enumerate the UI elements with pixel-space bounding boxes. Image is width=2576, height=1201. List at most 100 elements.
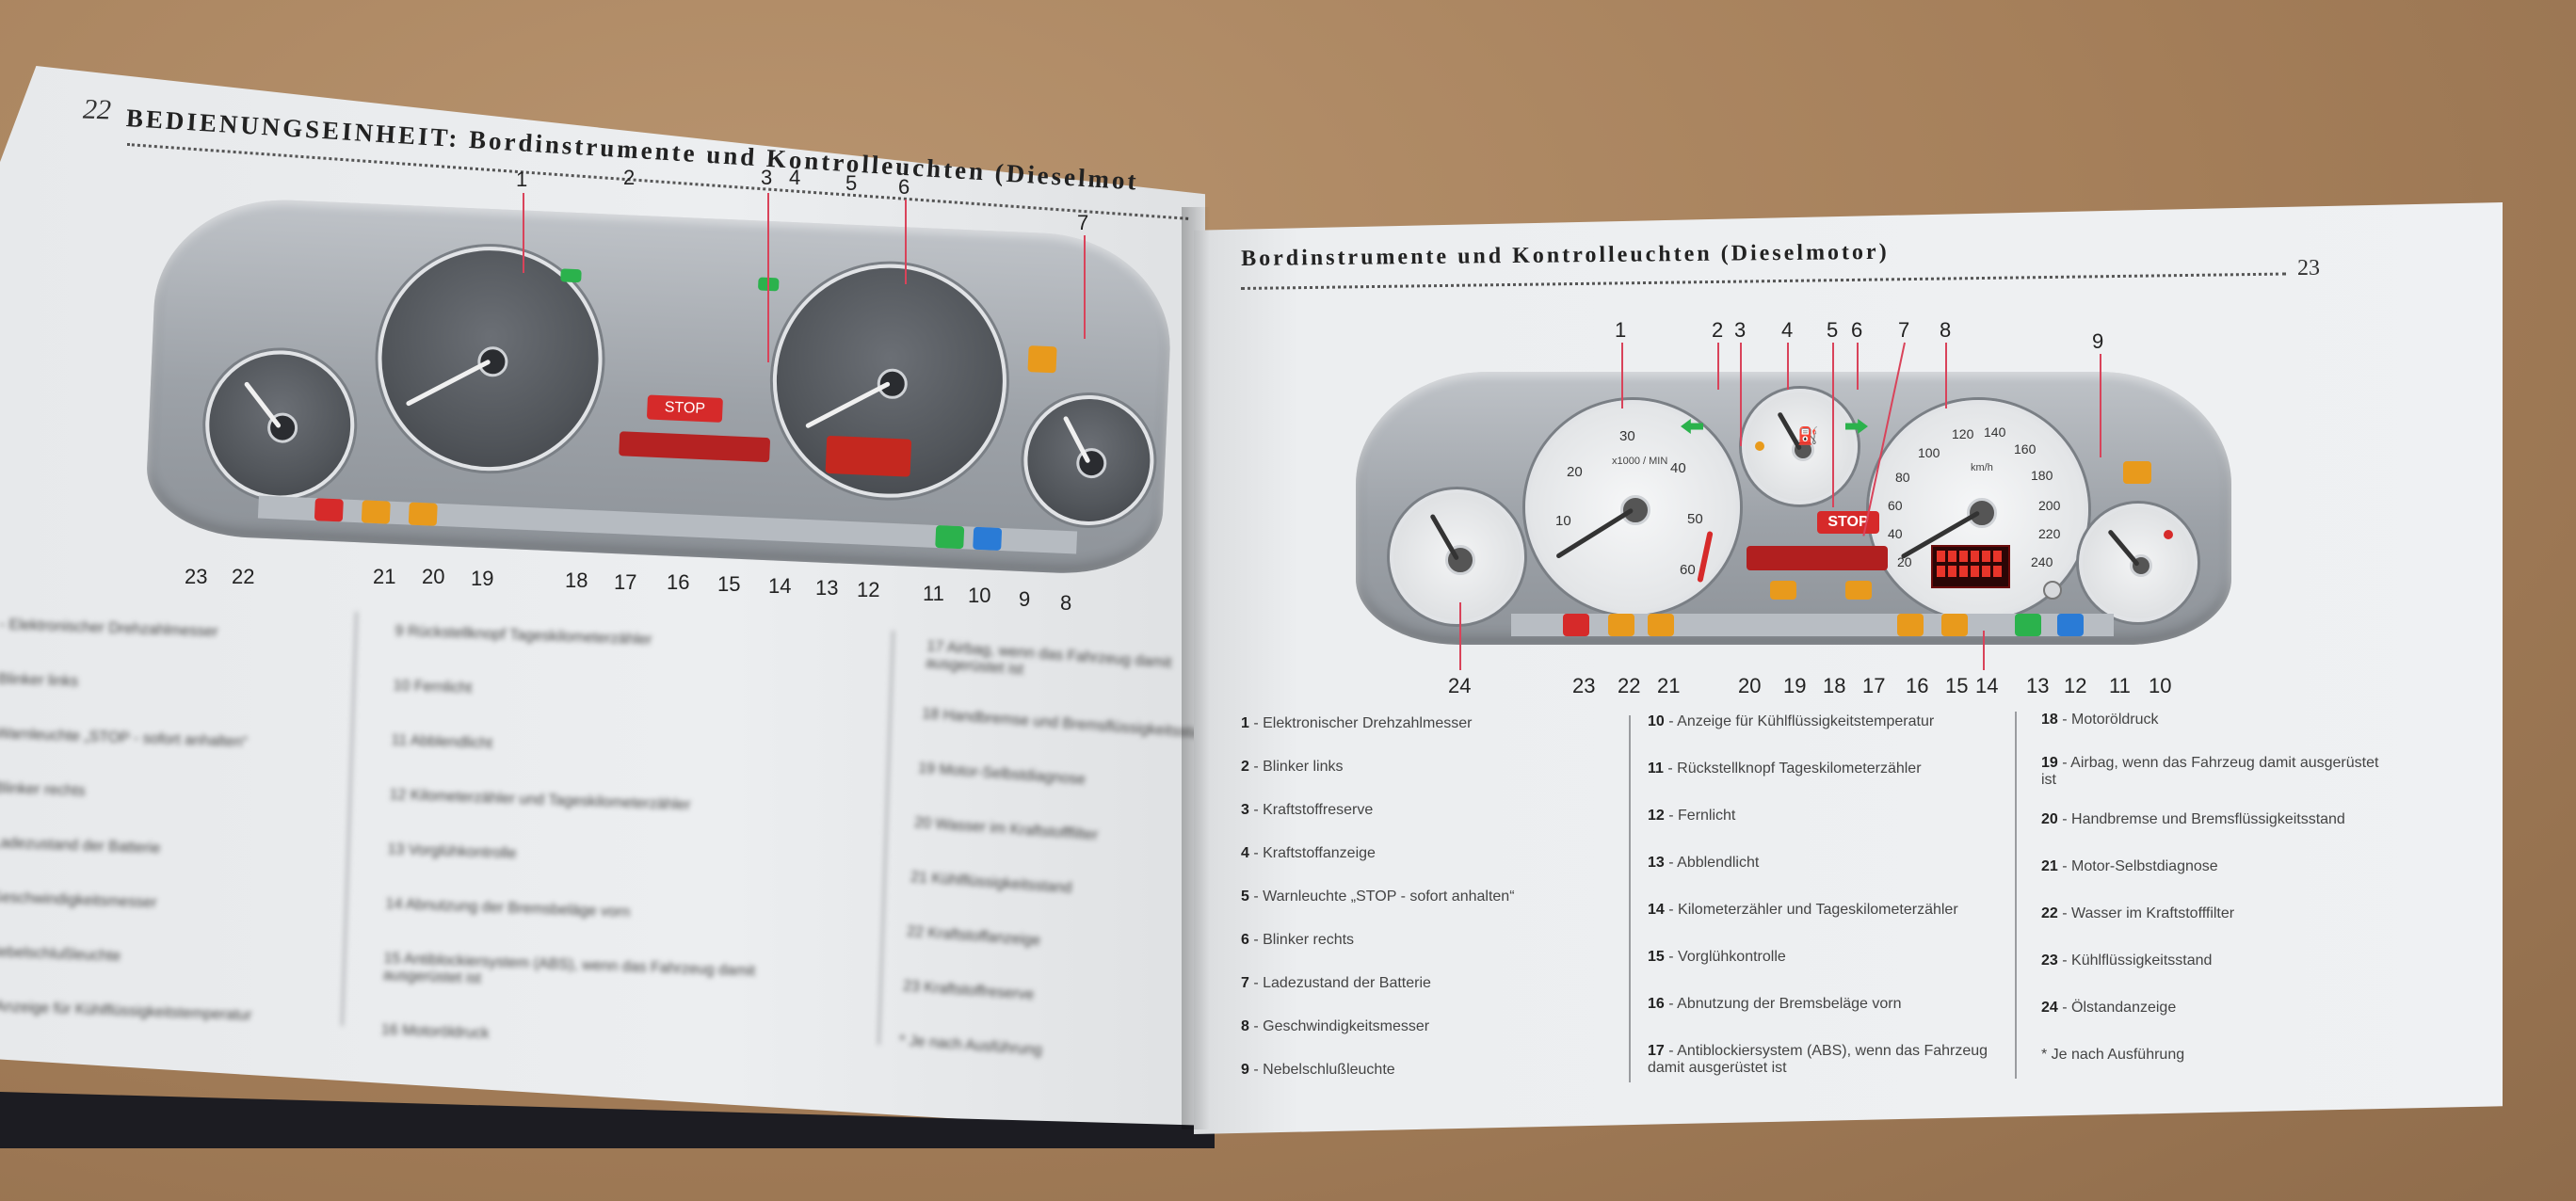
fuel-pump-icon: ⛽ xyxy=(1797,426,1819,445)
right-leader-line xyxy=(1857,343,1859,390)
left-callout: 1 xyxy=(516,168,528,191)
left-callout: 22 xyxy=(232,565,255,588)
speedo-tick: 60 xyxy=(1888,498,1903,513)
right-leader-line xyxy=(1787,343,1789,390)
left-callout: 12 xyxy=(857,578,880,601)
right-callout: 16 xyxy=(1906,674,1929,697)
right-legend-divider xyxy=(1629,715,1631,1082)
left-callout: 8 xyxy=(1060,591,1072,615)
left-callout: 9 xyxy=(1019,587,1031,611)
engine-diagnosis-light xyxy=(1648,614,1674,636)
right-callout: 17 xyxy=(1862,674,1886,697)
right-legend-item: 21 - Motor-Selbstdiagnose xyxy=(2041,858,2218,874)
speedo-tick: 120 xyxy=(1952,426,1974,441)
left-legend-col3: 17 Airbag, wenn das Fahrzeug damit ausge… xyxy=(896,638,1217,1105)
left-legend-item: 15 Antiblockiersystem (ABS), wenn das Fa… xyxy=(382,950,756,987)
stop-warning-light: STOP xyxy=(1817,511,1879,534)
right-callout: 1 xyxy=(1615,318,1627,342)
left-legend-item: 20 Wasser im Kraftstofffilter xyxy=(913,814,1099,844)
right-callout: 11 xyxy=(2109,674,2131,697)
speedo-unit-label: km/h xyxy=(1971,462,1993,473)
right-legend-item: 19 - Airbag, wenn das Fahrzeug damit aus… xyxy=(2041,755,2379,788)
right-page xyxy=(1194,202,2503,1134)
left-legend-item: * Je nach Ausführung xyxy=(898,1032,1043,1059)
right-page-number: 23 xyxy=(2297,256,2320,280)
book-gutter-shadow xyxy=(1182,207,1210,1129)
speedo-tick: 200 xyxy=(2038,498,2061,513)
warning-light-strip xyxy=(1747,546,1888,570)
high-beam-light xyxy=(2057,614,2084,636)
right-legend-item: 7 - Ladezustand der Batterie xyxy=(1241,975,1431,991)
brake-pad-wear-light xyxy=(1897,614,1924,636)
water-in-fuel-light xyxy=(1608,614,1634,636)
trip-reset-button[interactable] xyxy=(2043,581,2062,600)
right-callout: 10 xyxy=(2149,674,2172,697)
left-callout: 2 xyxy=(623,166,636,189)
right-leader-line xyxy=(1740,343,1742,446)
left-high-beam-light xyxy=(973,526,1003,551)
right-legend-item: 8 - Geschwindigkeitsmesser xyxy=(1241,1018,1430,1034)
right-callout: 8 xyxy=(1940,318,1952,342)
left-instrument-cluster: STOP xyxy=(143,194,1175,597)
left-callout: 5 xyxy=(845,171,858,195)
right-legend-item: 22 - Wasser im Kraftstofffilter xyxy=(2041,905,2235,921)
right-legend-col2: 10 - Anzeige für Kühlflüssigkeitstempera… xyxy=(1648,713,2005,1099)
left-legend-item: 19 Motor-Selbstdiagnose xyxy=(917,760,1087,789)
tacho-tick: 50 xyxy=(1687,511,1703,527)
left-callout: 23 xyxy=(185,565,208,588)
left-legend-item: 16 Motoröldruck xyxy=(380,1021,490,1042)
left-legend-col2: 9 Rückstellknopf Tageskilometerzähler 10… xyxy=(379,623,866,1093)
left-legend-item: Nebelschlußleuchte xyxy=(0,943,121,965)
left-legend-item: 14 Abnutzung der Bremsbeläge vorn xyxy=(385,895,631,921)
left-legend-item: 23 Kraftstoffreserve xyxy=(902,978,1035,1003)
right-legend-item: 18 - Motoröldruck xyxy=(2041,712,2159,728)
speedo-tick: 140 xyxy=(1984,424,2006,440)
right-legend-item: 16 - Abnutzung der Bremsbeläge vorn xyxy=(1648,996,1902,1012)
coolant-temp-gauge xyxy=(2079,504,2198,622)
left-water-in-fuel-light xyxy=(361,500,391,524)
tachometer: x1000 / MIN 10 20 30 40 50 60 xyxy=(1525,400,1740,615)
right-legend-item: 9 - Nebelschlußleuchte xyxy=(1241,1062,1395,1078)
right-callout: 18 xyxy=(1823,674,1846,697)
speedo-tick: 180 xyxy=(2031,468,2053,483)
right-callout: 6 xyxy=(1851,318,1863,342)
left-leader-line xyxy=(523,193,524,273)
left-callout: 10 xyxy=(968,584,991,607)
fuel-reserve-light xyxy=(1755,441,1764,451)
left-legend-item: 12 Kilometerzähler und Tageskilometerzäh… xyxy=(389,786,691,814)
left-legend-item: 10 Fernlicht xyxy=(393,677,473,697)
tacho-unit-label: x1000 / MIN xyxy=(1612,456,1668,467)
right-legend-item: 4 - Kraftstoffanzeige xyxy=(1241,845,1376,861)
left-turn-left-icon xyxy=(560,268,582,283)
left-legend-item: Blinker links xyxy=(0,670,79,690)
right-legend-item: 14 - Kilometerzähler und Tageskilometerz… xyxy=(1648,902,1958,918)
right-callout: 3 xyxy=(1734,318,1747,342)
right-legend-item: 3 - Kraftstoffreserve xyxy=(1241,802,1374,818)
left-callout: 13 xyxy=(815,576,839,600)
tacho-tick: 20 xyxy=(1567,464,1583,480)
left-callout: 18 xyxy=(565,568,588,592)
right-leader-line xyxy=(1717,343,1719,390)
right-leader-line xyxy=(1832,343,1834,507)
tacho-tick: 60 xyxy=(1680,562,1696,578)
right-legend-item: 2 - Blinker links xyxy=(1241,759,1344,775)
left-legend-item: Warnleuchte „STOP - sofort anhalten“ xyxy=(0,725,249,751)
left-callout: 14 xyxy=(768,574,792,598)
right-legend-item: 5 - Warnleuchte „STOP - sofort anhalten“ xyxy=(1241,889,1515,905)
left-legend-col1: - Elektronischer Drehzahlmesser Blinker … xyxy=(0,617,339,1065)
rear-fog-light xyxy=(2123,461,2151,484)
left-leader-line xyxy=(1084,235,1086,339)
right-legend-col3: 18 - Motoröldruck 19 - Airbag, wenn das … xyxy=(2041,712,2399,1090)
right-callout: 23 xyxy=(1572,674,1596,697)
right-legend-item: 17 - Antiblockiersystem (ABS), wenn das … xyxy=(1648,1043,1988,1076)
right-callout: 12 xyxy=(2064,674,2087,697)
speedo-tick: 20 xyxy=(1897,554,1912,569)
right-leader-line xyxy=(1983,631,1985,670)
right-legend-item: 11 - Rückstellknopf Tageskilometerzähler xyxy=(1648,761,1922,777)
right-legend-divider xyxy=(2015,712,2017,1079)
coolant-level-light xyxy=(1563,614,1589,636)
right-legend-item: 12 - Fernlicht xyxy=(1648,808,1736,824)
left-leader-line xyxy=(767,193,769,362)
tacho-tick: 10 xyxy=(1555,513,1571,529)
right-legend-item: 10 - Anzeige für Kühlflüssigkeitstempera… xyxy=(1648,713,1935,729)
